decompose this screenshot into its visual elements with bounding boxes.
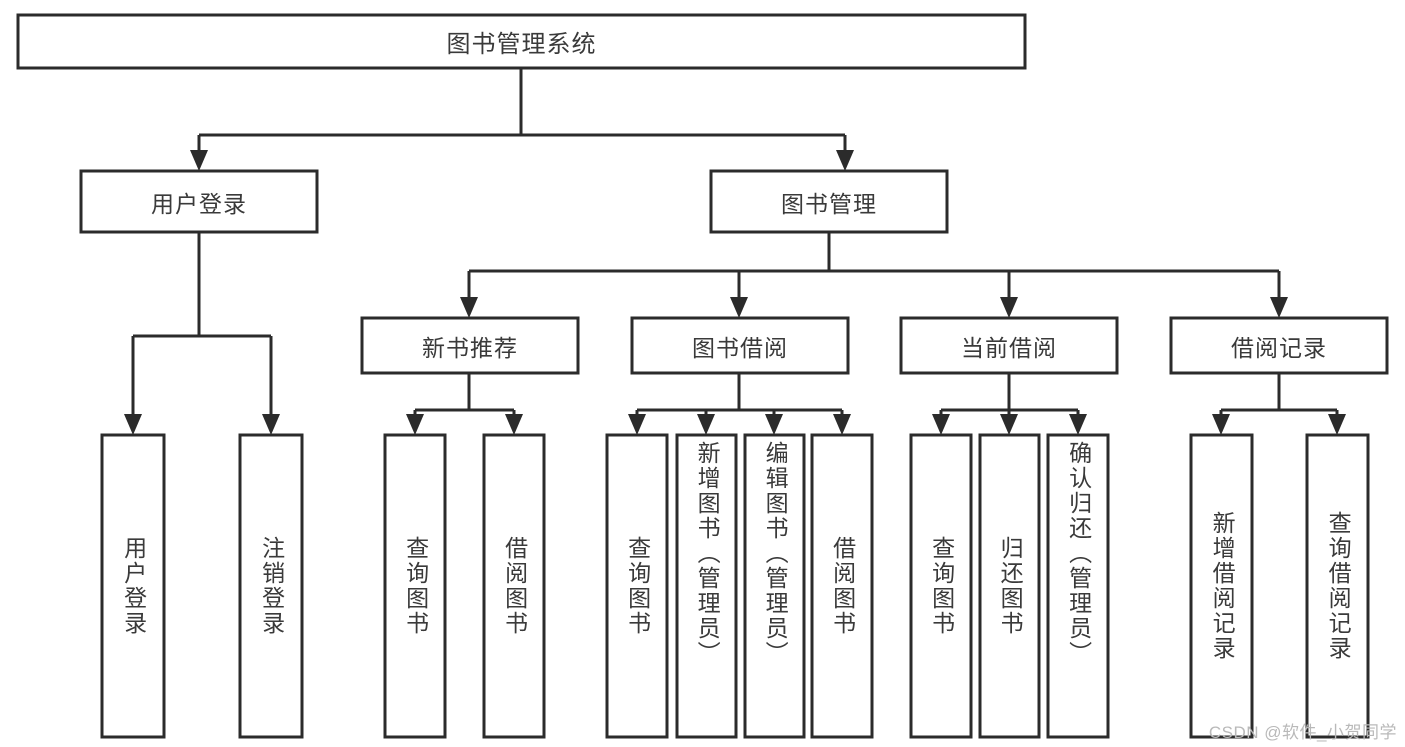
node-leaf-borrow-book-1-box[interactable] bbox=[482, 433, 546, 739]
arrowhead-borrowrecord-1 bbox=[1328, 414, 1346, 435]
node-leaf-borrow-book-2-box[interactable] bbox=[810, 433, 874, 739]
node-book-borrow-box[interactable] bbox=[630, 316, 850, 375]
arrowhead-bookborrow-3 bbox=[833, 414, 851, 435]
node-leaf-return-book-box[interactable] bbox=[978, 433, 1041, 739]
node-book-manage-box[interactable] bbox=[709, 169, 949, 234]
arrowhead-level2-1 bbox=[730, 297, 748, 318]
arrowhead-bookborrow-0 bbox=[628, 414, 646, 435]
node-borrow-record-box[interactable] bbox=[1169, 316, 1389, 375]
arrowhead-newbook-0 bbox=[406, 414, 424, 435]
arrowhead-currentborrow-1 bbox=[1000, 414, 1018, 435]
node-new-book-recommend-box[interactable] bbox=[360, 316, 580, 375]
arrowhead-level1-0 bbox=[190, 150, 208, 171]
node-leaf-edit-book-box[interactable] bbox=[743, 433, 806, 739]
arrowhead-level2-0 bbox=[460, 297, 478, 318]
arrowhead-currentborrow-0 bbox=[932, 414, 950, 435]
arrowhead-newbook-1 bbox=[505, 414, 523, 435]
arrowhead-level2-2 bbox=[1000, 297, 1018, 318]
arrowhead-level2-3 bbox=[1270, 297, 1288, 318]
arrowhead-bookborrow-1 bbox=[697, 414, 715, 435]
node-leaf-query-book-3-box[interactable] bbox=[909, 433, 973, 739]
node-leaf-query-book-1-box[interactable] bbox=[383, 433, 447, 739]
arrowhead-currentborrow-2 bbox=[1069, 414, 1087, 435]
node-user-login-box[interactable] bbox=[79, 169, 319, 234]
node-leaf-user-login-box[interactable] bbox=[100, 433, 166, 739]
arrowhead-level1-1 bbox=[836, 150, 854, 171]
arrowhead-bookborrow-2 bbox=[765, 414, 783, 435]
arrowhead-userlogin-1 bbox=[262, 414, 280, 435]
node-current-borrow-box[interactable] bbox=[899, 316, 1119, 375]
node-root-box[interactable] bbox=[16, 13, 1027, 70]
node-leaf-logout-box[interactable] bbox=[238, 433, 304, 739]
node-leaf-query-record-box[interactable] bbox=[1305, 433, 1370, 739]
node-leaf-confirm-return-box[interactable] bbox=[1046, 433, 1110, 739]
arrowhead-userlogin-0 bbox=[124, 414, 142, 435]
node-leaf-add-book-box[interactable] bbox=[675, 433, 738, 739]
arrowhead-borrowrecord-0 bbox=[1212, 414, 1230, 435]
node-leaf-query-book-2-box[interactable] bbox=[605, 433, 669, 739]
node-leaf-add-record-box[interactable] bbox=[1189, 433, 1254, 739]
